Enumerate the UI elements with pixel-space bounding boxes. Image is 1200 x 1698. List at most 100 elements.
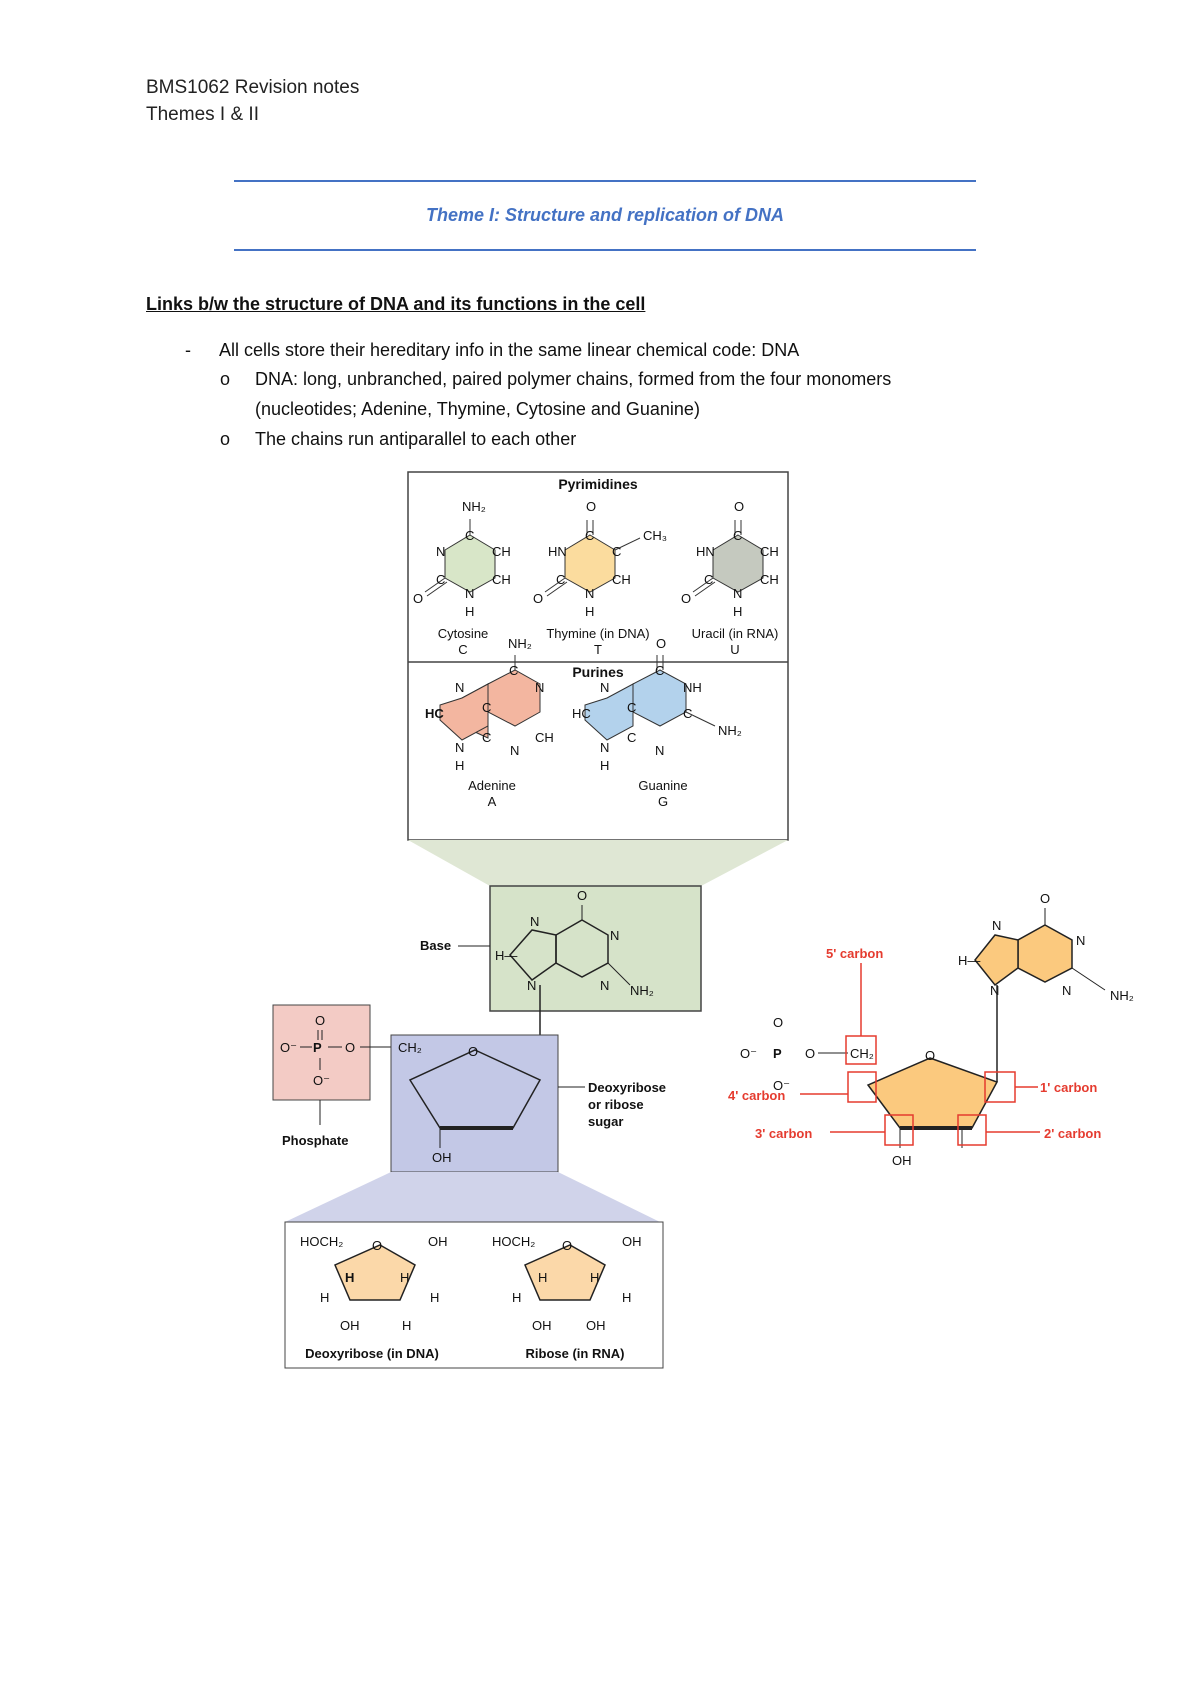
- svg-text:H: H: [320, 1290, 329, 1305]
- thymine-letter: T: [594, 642, 602, 657]
- adenine-letter: A: [488, 794, 497, 809]
- svg-text:O: O: [773, 1015, 783, 1030]
- svg-text:C: C: [683, 706, 692, 721]
- svg-text:CH: CH: [492, 544, 511, 559]
- bullet-item: - All cells store their hereditary info …: [185, 335, 799, 365]
- svg-text:N: N: [1076, 933, 1085, 948]
- cytosine-label: Cytosine: [438, 626, 489, 641]
- document-header: BMS1062 Revision notes Themes I & II: [146, 74, 359, 128]
- label-3-carbon: 3' carbon: [755, 1126, 812, 1141]
- sub-bullet-text-1: DNA: long, unbranched, paired polymer ch…: [255, 369, 892, 389]
- svg-text:O: O: [562, 1238, 572, 1253]
- svg-text:C: C: [627, 730, 636, 745]
- svg-text:N: N: [600, 740, 609, 755]
- svg-text:O: O: [1040, 891, 1050, 906]
- uracil-structure: O C HN CH CH C N H O Uracil (in RNA) U: [681, 499, 779, 657]
- svg-text:CH₂: CH₂: [398, 1040, 422, 1055]
- svg-text:N: N: [733, 586, 742, 601]
- svg-text:N: N: [455, 740, 464, 755]
- sugar-label-line2: or ribose: [588, 1097, 644, 1112]
- thymine-label: Thymine (in DNA): [546, 626, 649, 641]
- svg-text:H: H: [622, 1290, 631, 1305]
- svg-text:C: C: [436, 572, 445, 587]
- svg-text:NH₂: NH₂: [1110, 988, 1134, 1003]
- svg-text:HN: HN: [696, 544, 715, 559]
- svg-text:HN: HN: [548, 544, 567, 559]
- base-label: Base: [420, 938, 451, 953]
- svg-text:N: N: [600, 680, 609, 695]
- svg-text:C: C: [482, 700, 491, 715]
- svg-text:C: C: [556, 572, 565, 587]
- svg-text:CH: CH: [535, 730, 554, 745]
- svg-text:N: N: [655, 743, 664, 758]
- sugar-types-box: [284, 1221, 664, 1369]
- svg-text:CH: CH: [760, 572, 779, 587]
- svg-text:CH₃: CH₃: [643, 528, 667, 543]
- svg-text:OH: OH: [428, 1234, 448, 1249]
- guanine-letter: G: [658, 794, 668, 809]
- svg-text:H—: H—: [495, 948, 517, 963]
- svg-text:NH₂: NH₂: [462, 499, 486, 514]
- svg-text:H: H: [538, 1270, 547, 1285]
- label-2-carbon: 2' carbon: [1044, 1126, 1101, 1141]
- sub-bullet-text-2: (nucleotides; Adenine, Thymine, Cytosine…: [255, 399, 700, 419]
- svg-text:N: N: [527, 978, 536, 993]
- svg-text:H: H: [600, 758, 609, 773]
- svg-text:N: N: [455, 680, 464, 695]
- themes-subtitle: Themes I & II: [146, 104, 259, 125]
- phosphate-box: [272, 1004, 371, 1101]
- phosphate-label: Phosphate: [282, 1133, 348, 1148]
- svg-text:O: O: [734, 499, 744, 514]
- adenine-structure: NH₂ C N N HC C C CH N N H Adenine A: [425, 636, 554, 809]
- uracil-letter: U: [730, 642, 739, 657]
- svg-text:N: N: [992, 918, 1001, 933]
- svg-text:O: O: [656, 636, 666, 651]
- svg-text:H: H: [585, 604, 594, 619]
- base-box: [489, 885, 702, 1012]
- svg-text:N: N: [585, 586, 594, 601]
- svg-text:O: O: [586, 499, 596, 514]
- label-1-carbon: 1' carbon: [1040, 1080, 1097, 1095]
- title-rule-top: [234, 180, 976, 182]
- svg-text:NH₂: NH₂: [630, 983, 654, 998]
- guanine-in-nucleotide: O N N H— N N NH₂: [495, 888, 654, 998]
- svg-text:P: P: [773, 1046, 782, 1061]
- svg-text:N: N: [610, 928, 619, 943]
- svg-text:HOCH₂: HOCH₂: [492, 1234, 535, 1249]
- svg-text:C: C: [655, 663, 664, 678]
- label-5-carbon: 5' carbon: [826, 946, 883, 961]
- svg-text:H: H: [345, 1270, 354, 1285]
- svg-text:NH₂: NH₂: [508, 636, 532, 651]
- svg-text:P: P: [313, 1040, 322, 1055]
- svg-text:N: N: [530, 914, 539, 929]
- label-4-carbon: 4' carbon: [728, 1088, 785, 1103]
- svg-text:OH: OH: [622, 1234, 642, 1249]
- svg-text:C: C: [585, 528, 594, 543]
- guanine-label: Guanine: [638, 778, 687, 793]
- pyrimidines-title: Pyrimidines: [558, 476, 638, 492]
- svg-text:N: N: [465, 586, 474, 601]
- svg-text:NH: NH: [683, 680, 702, 695]
- sugar-box: [390, 1034, 559, 1173]
- svg-text:C: C: [465, 528, 474, 543]
- svg-text:CH: CH: [612, 572, 631, 587]
- sub-bullet-mark: o: [220, 429, 231, 449]
- bullet-dash: -: [185, 340, 191, 360]
- svg-text:OH: OH: [432, 1150, 452, 1165]
- sub-bullet-text: The chains run antiparallel to each othe…: [255, 429, 577, 449]
- svg-text:C: C: [612, 544, 621, 559]
- section-heading: Links b/w the structure of DNA and its f…: [146, 294, 646, 314]
- svg-text:C: C: [509, 663, 518, 678]
- svg-text:H: H: [455, 758, 464, 773]
- svg-text:N: N: [1062, 983, 1071, 998]
- svg-text:O: O: [468, 1044, 478, 1059]
- bases-panel: [407, 471, 789, 841]
- svg-text:NH₂: NH₂: [718, 723, 742, 738]
- svg-text:H: H: [402, 1318, 411, 1333]
- course-title: BMS1062 Revision notes: [146, 77, 360, 98]
- svg-text:C: C: [733, 528, 742, 543]
- guanine-structure: O C N NH HC C C C NH₂ N N H Guanine G: [572, 636, 742, 809]
- svg-text:N: N: [535, 680, 544, 695]
- sub-bullet-mark: o: [220, 369, 231, 389]
